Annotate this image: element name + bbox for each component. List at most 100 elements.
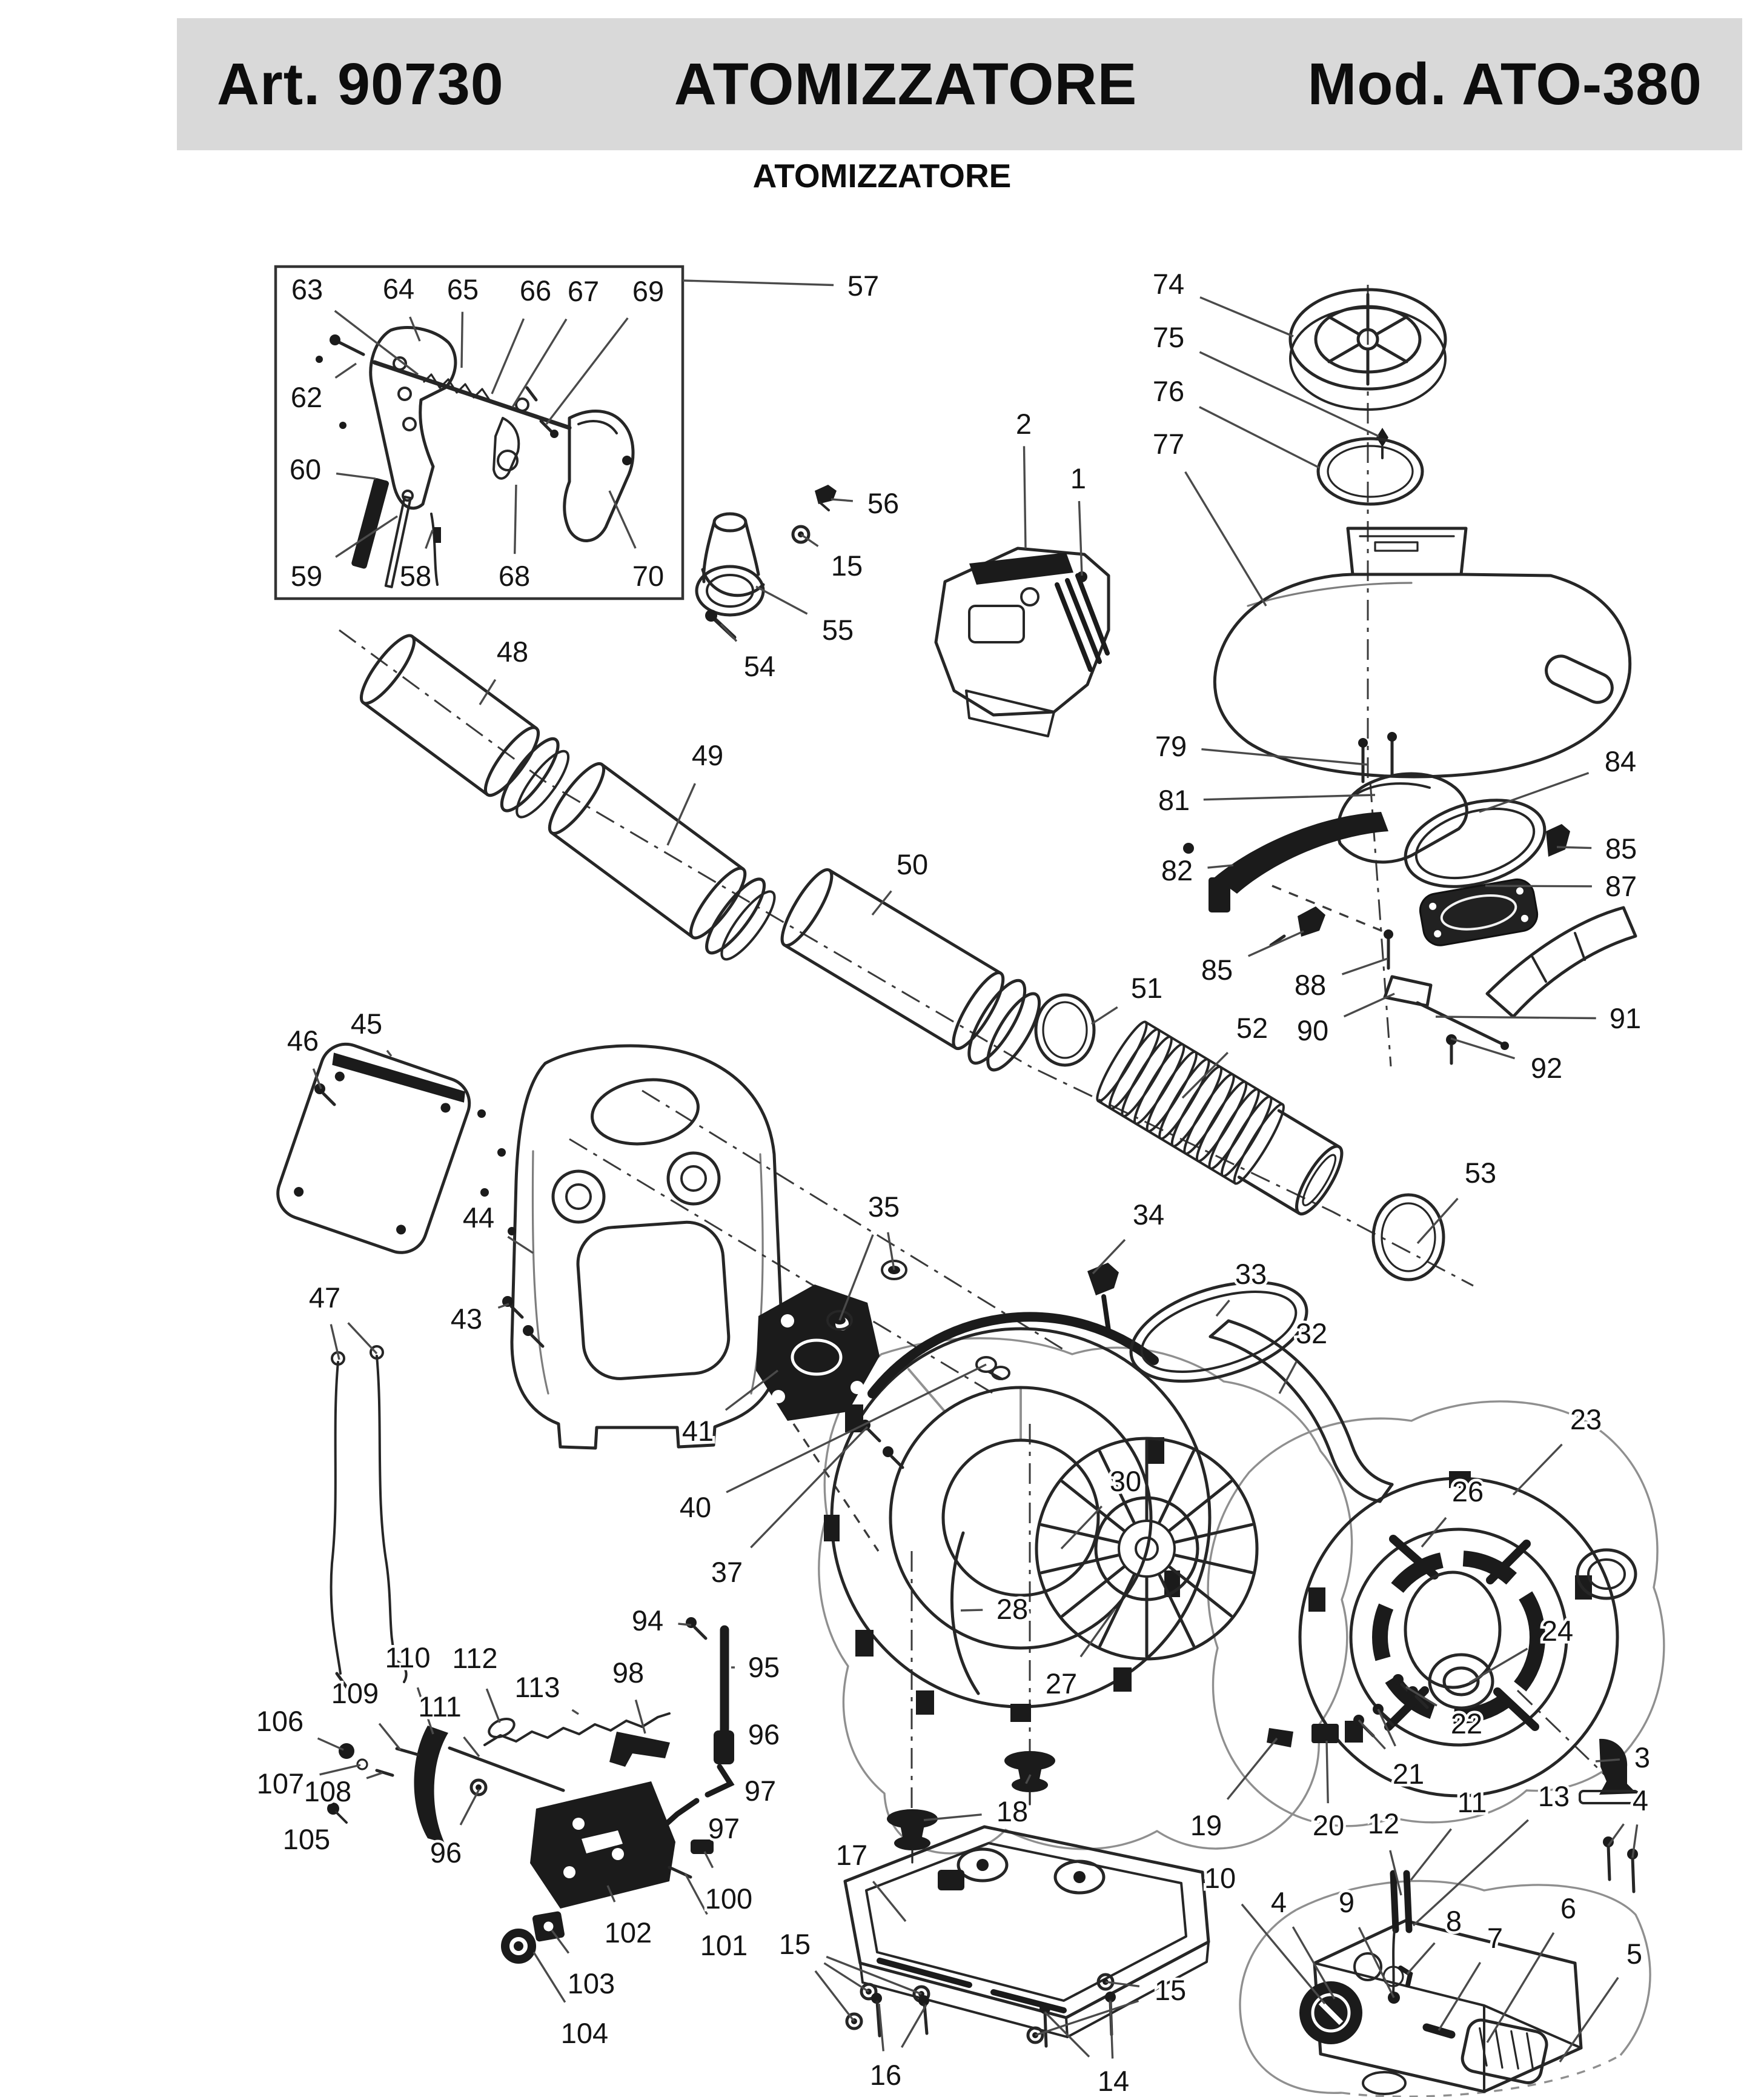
leader-line-112 — [485, 1688, 501, 1723]
lever-part — [492, 386, 559, 480]
article-number: Art. 90730 — [217, 51, 504, 117]
leader-line-35 — [887, 1232, 895, 1271]
leader-line-67 — [511, 318, 568, 408]
callout-75: 75 — [1153, 321, 1184, 353]
callout-37: 37 — [711, 1556, 743, 1588]
leader-line-77 — [1184, 471, 1267, 607]
leader-line-1 — [1078, 500, 1083, 576]
leader-line-45 — [386, 1049, 393, 1057]
fuel-tank-silhouette — [1239, 1879, 1651, 2097]
leader-line-51 — [1091, 1006, 1118, 1025]
callout-68: 68 — [499, 560, 530, 592]
callout-45: 45 — [351, 1008, 382, 1040]
callout-15: 15 — [831, 550, 863, 582]
leader-line-35 — [838, 1234, 874, 1321]
callout-26: 26 — [1452, 1475, 1484, 1507]
callout-59: 59 — [291, 560, 322, 592]
callout-14: 14 — [1098, 2065, 1129, 2097]
leader-line-15 — [826, 1955, 922, 1995]
leader-line-14 — [1044, 2011, 1090, 2058]
blower-tube-49 — [548, 762, 776, 961]
callout-18: 18 — [996, 1795, 1028, 1827]
callout-107: 107 — [257, 1767, 304, 1800]
leader-line-113 — [571, 1709, 579, 1715]
leader-line-56 — [831, 498, 854, 502]
callout-60: 60 — [290, 453, 321, 485]
callout-3: 3 — [1634, 1741, 1650, 1773]
callout-58: 58 — [400, 560, 431, 592]
callout-79: 79 — [1155, 730, 1187, 762]
leader-line-13 — [1412, 1819, 1529, 1927]
callout-56: 56 — [867, 487, 899, 519]
callout-87: 87 — [1605, 870, 1637, 902]
callout-15: 15 — [779, 1928, 811, 1960]
callout-17: 17 — [836, 1839, 867, 1871]
callout-41: 41 — [682, 1415, 714, 1447]
leader-line-44 — [507, 1235, 534, 1254]
leader-line-4 — [1631, 1824, 1639, 1858]
leader-line-63 — [334, 310, 419, 376]
leader-line-21 — [1358, 1719, 1386, 1750]
stand-bracket-3 — [1579, 1738, 1638, 1892]
callout-67: 67 — [568, 275, 599, 307]
fuel-tank-5 — [1299, 1919, 1583, 2095]
leader-line-21 — [1377, 1709, 1396, 1747]
callout-16: 16 — [870, 2059, 901, 2091]
callout-23: 23 — [1570, 1403, 1602, 1435]
callout-6: 6 — [1560, 1892, 1576, 1924]
leader-line-109 — [378, 1723, 402, 1751]
bushing-40 — [975, 1356, 1010, 1380]
diagram-subtitle: ATOMIZZATORE — [752, 157, 1012, 194]
leader-lines — [312, 279, 1639, 2062]
header-bar: Art. 90730 ATOMIZZATORE Mod. ATO-380 — [177, 18, 1742, 150]
leader-line-4 — [1292, 1926, 1336, 1999]
callout-103: 103 — [568, 1967, 615, 1999]
callout-44: 44 — [463, 1201, 494, 1234]
leader-line-24 — [1469, 1647, 1528, 1684]
leader-line-18 — [1025, 1774, 1032, 1784]
inset-box-group — [274, 265, 685, 600]
callout-90: 90 — [1297, 1014, 1328, 1046]
leader-line-43 — [497, 1303, 509, 1309]
cap-oring-part — [1316, 437, 1424, 506]
callout-40: 40 — [680, 1491, 711, 1523]
callout-104: 104 — [561, 2017, 608, 2049]
blower-tube-48 — [359, 634, 570, 819]
callout-102: 102 — [605, 1916, 652, 1949]
callout-91: 91 — [1610, 1002, 1641, 1034]
callout-33: 33 — [1235, 1258, 1267, 1290]
leader-line-79 — [1201, 748, 1368, 766]
callout-13: 13 — [1538, 1780, 1570, 1812]
callout-66: 66 — [520, 274, 551, 307]
blower-housing-30 — [824, 1312, 1212, 1722]
spring-part — [351, 478, 389, 569]
model-number: Mod. ATO-380 — [1307, 51, 1702, 117]
callout-34: 34 — [1133, 1198, 1164, 1231]
callout-57: 57 — [847, 270, 879, 302]
leader-line-76 — [1199, 406, 1320, 469]
callout-98: 98 — [612, 1657, 644, 1689]
leader-line-75 — [1199, 351, 1379, 437]
leader-line-15 — [1035, 1999, 1139, 2036]
axis-lines — [339, 285, 1610, 1815]
callout-10: 10 — [1204, 1862, 1236, 1894]
rubber-foot-18b — [887, 1809, 938, 1864]
callout-63: 63 — [291, 273, 323, 305]
leader-line-19 — [1226, 1737, 1278, 1800]
callout-81: 81 — [1158, 784, 1190, 816]
leader-line-20 — [1325, 1740, 1329, 1804]
callout-62: 62 — [291, 381, 322, 413]
leader-line-88 — [1341, 957, 1388, 975]
page-title: ATOMIZZATORE — [674, 51, 1138, 117]
callout-82: 82 — [1161, 854, 1193, 886]
callout-50: 50 — [897, 848, 928, 880]
leader-line-15 — [823, 1962, 869, 1993]
engine-shroud-group — [934, 547, 1110, 737]
leader-line-27 — [1079, 1609, 1116, 1658]
callout-70: 70 — [632, 560, 664, 592]
leader-line-106 — [317, 1737, 344, 1751]
leader-line-15 — [1105, 1981, 1140, 1987]
callout-27: 27 — [1046, 1667, 1077, 1700]
leader-line-32 — [1278, 1361, 1298, 1394]
callout-4: 4 — [1633, 1784, 1648, 1816]
